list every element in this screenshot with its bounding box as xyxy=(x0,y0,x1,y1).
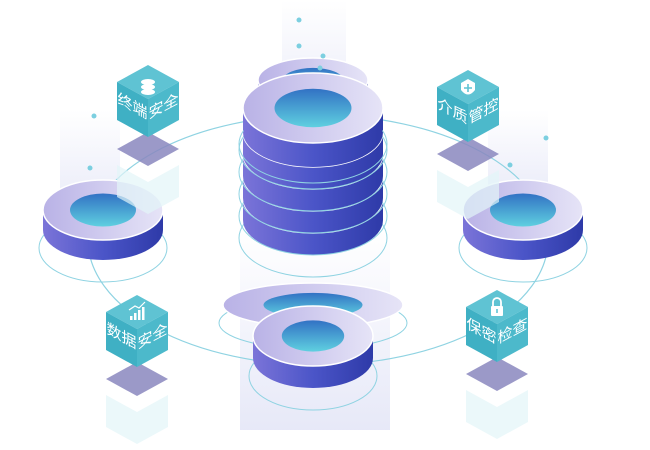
bar-chart-icon xyxy=(128,301,146,320)
shadow-tile xyxy=(437,137,499,171)
shadow-tile xyxy=(466,357,528,391)
shadow-tile xyxy=(106,362,168,396)
bottom-ring xyxy=(248,305,378,411)
left-ring xyxy=(38,179,168,283)
shadow-tile xyxy=(117,132,179,166)
database-icon xyxy=(141,79,155,95)
module-secrecy-inspection[interactable]: 保密检查 xyxy=(466,290,528,439)
stack-top-disk xyxy=(238,72,388,184)
module-media-control[interactable]: 介质管控 xyxy=(437,70,499,219)
particle-dots xyxy=(87,17,549,171)
module-terminal-security[interactable]: 终端安全 xyxy=(117,65,179,214)
module-data-security[interactable]: 数据安全 xyxy=(106,295,168,444)
lock-icon xyxy=(491,297,503,316)
shield-plus-icon xyxy=(461,79,475,95)
